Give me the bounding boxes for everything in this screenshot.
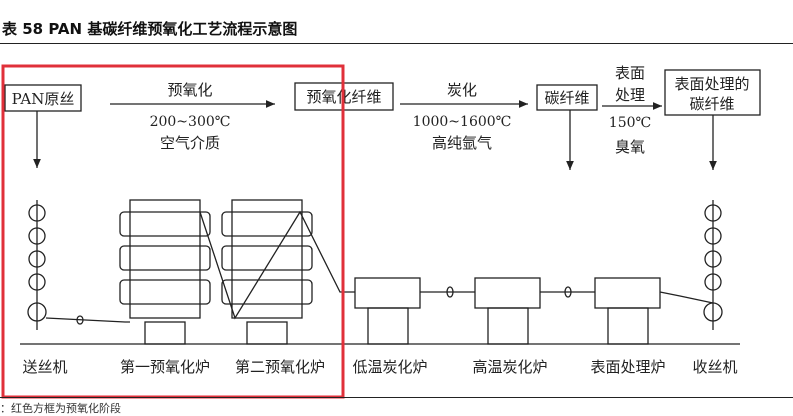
station-label: 第二预氧化炉 (235, 358, 325, 376)
station-label: 送丝机 (22, 358, 67, 376)
carbon-fiber-box (536, 84, 598, 111)
divider (0, 397, 793, 398)
pan-fiber-label: PAN原丝 (12, 90, 75, 108)
surface-temp: 150℃ (609, 115, 651, 131)
preox-temp: 200~300℃ (150, 114, 231, 130)
preox-medium: 空气介质 (160, 134, 220, 152)
second-preox-furnace (221, 199, 313, 345)
treated-fiber-label: 碳纤维 (689, 95, 734, 113)
low-temp-furnace (354, 277, 421, 345)
figure-title: 表 58 PAN 基碳纤维预氧化工艺流程示意图 (2, 20, 298, 38)
first-preox-furnace (119, 199, 211, 345)
feed-spool (27, 200, 47, 330)
carbon-temp: 1000~1600℃ (413, 114, 512, 130)
carbon-label: 炭化 (447, 81, 477, 99)
pan-fiber-box (4, 84, 82, 112)
station-label: 高温炭化炉 (472, 358, 547, 376)
preox-label: 预氧化 (167, 81, 212, 99)
treated-fiber-label: 表面处理的 (674, 75, 749, 93)
station-label: 第一预氧化炉 (120, 358, 210, 376)
station-label: 低温炭化炉 (352, 358, 427, 376)
carbon-fiber-label: 碳纤维 (544, 89, 589, 107)
take-up-spool (703, 200, 723, 330)
surface-medium: 臭氧 (615, 138, 645, 156)
figure-note: ：红色方框为预氧化阶段 (0, 402, 121, 415)
high-temp-furnace (474, 277, 541, 345)
surface-label: 处理 (615, 86, 645, 104)
surface-label: 表面 (615, 64, 645, 82)
divider (0, 43, 793, 44)
fiber-path (45, 210, 714, 323)
station-label: 收丝机 (692, 358, 737, 376)
station-label: 表面处理炉 (590, 358, 665, 376)
surface-furnace (594, 277, 661, 345)
carbon-medium: 高纯氩气 (432, 134, 492, 152)
